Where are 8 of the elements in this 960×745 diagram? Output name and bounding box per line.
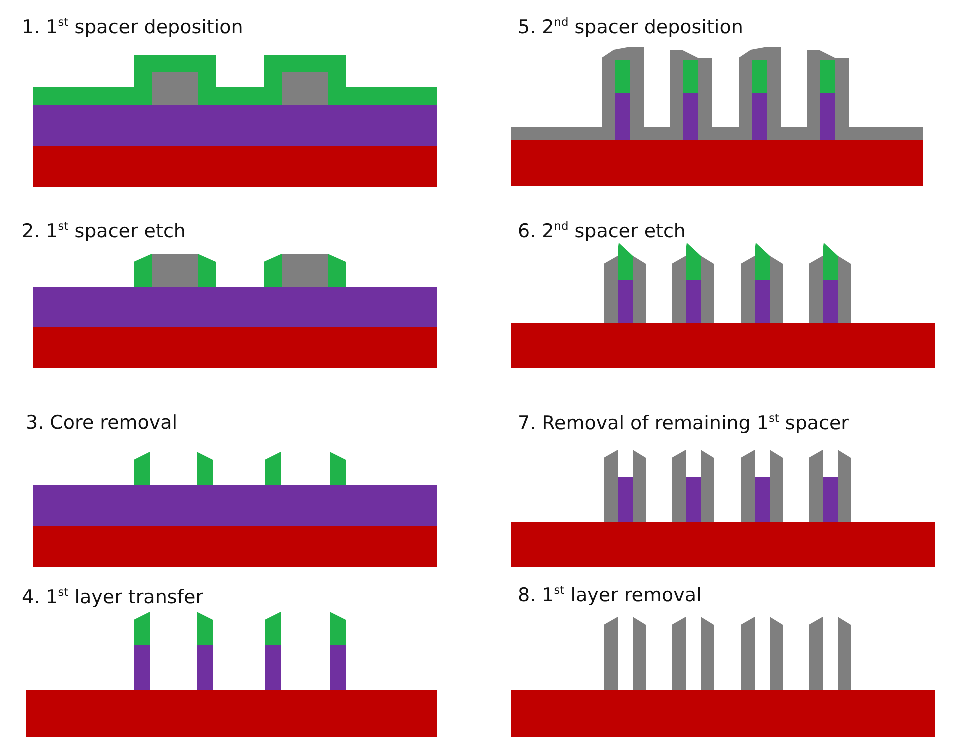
step-title: 4. 1$^{st}$ layer transfer xyxy=(22,586,204,610)
step-title: 8. 1$^{st}$ layer removal xyxy=(518,584,702,608)
step-title: 3. Core removal xyxy=(26,412,178,435)
step-title: 2. 1$^{st}$ spacer etch xyxy=(22,220,186,244)
step-title: 1. 1$^{st}$ spacer deposition xyxy=(22,16,244,40)
step-title: 7. Removal of remaining 1$^{st}$ spacer xyxy=(518,412,849,436)
step-title: 6. 2$^{nd}$ spacer etch xyxy=(518,220,686,244)
step-title: 5. 2$^{nd}$ spacer deposition xyxy=(518,16,744,40)
